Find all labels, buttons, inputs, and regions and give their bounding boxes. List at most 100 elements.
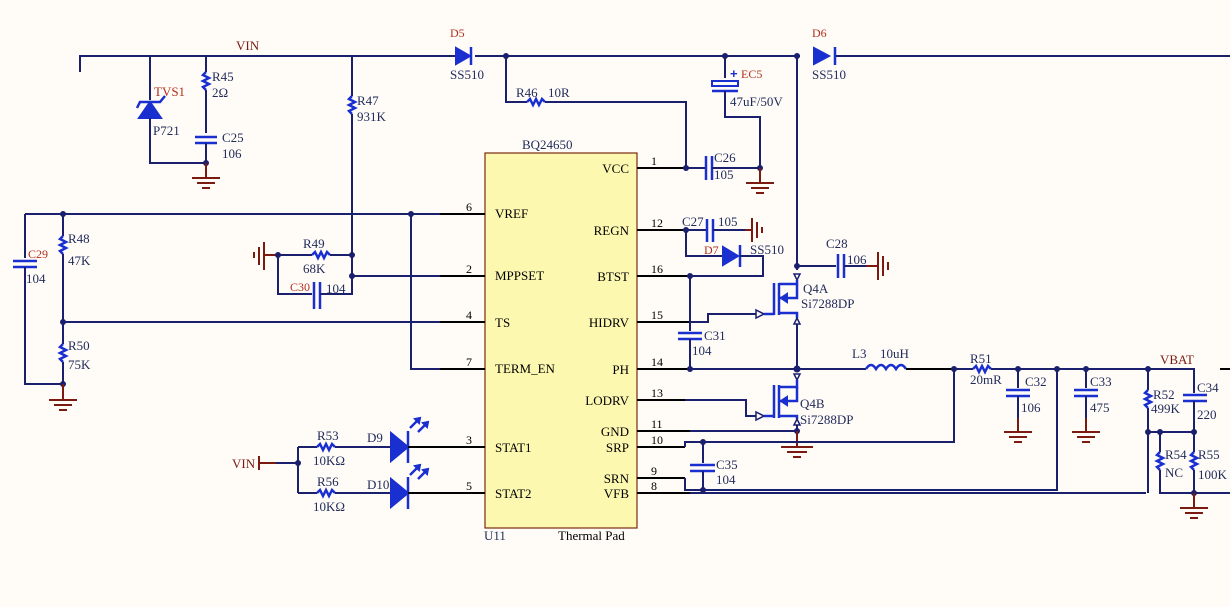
c32-capacitor[interactable]: C32 106: [1004, 366, 1047, 443]
pin-name-btst: BTST: [597, 269, 629, 284]
pin-name-vcc: VCC: [602, 161, 629, 176]
pin-name-srp: SRP: [606, 440, 629, 455]
r50-value: 75K: [68, 357, 91, 372]
r49-resistor[interactable]: R49 68K: [253, 236, 352, 276]
pin-name-vfb: VFB: [604, 486, 630, 501]
r45-ref: R45: [212, 69, 234, 84]
c32-ref: C32: [1025, 374, 1047, 389]
c34-ref: C34: [1197, 380, 1219, 395]
c34-capacitor[interactable]: C34 220: [1183, 380, 1219, 432]
r51-resistor[interactable]: R51 20mR: [954, 351, 1146, 387]
c27-ref: C27: [682, 214, 704, 229]
pin-num-4: 4: [466, 308, 472, 322]
pin-num-13: 13: [651, 386, 663, 400]
d9-led[interactable]: D9: [367, 416, 440, 464]
c30-capacitor[interactable]: C30 104: [277, 255, 353, 309]
c33-value: 475: [1090, 400, 1110, 415]
pin-num-3: 3: [466, 433, 472, 447]
c27-capacitor[interactable]: C27 105: [682, 214, 763, 242]
r54-resistor[interactable]: R54 NC: [1154, 432, 1230, 494]
q4b-value: Si7288DP: [800, 412, 853, 427]
ic-footnote: Thermal Pad: [558, 528, 625, 543]
ground-symbol: [192, 163, 220, 189]
c33-capacitor[interactable]: C33 475: [1072, 366, 1112, 443]
r52-resistor[interactable]: R52 499K: [1142, 369, 1181, 493]
c28-capacitor[interactable]: C28 106: [794, 236, 889, 280]
r55-resistor[interactable]: R55 100K: [1180, 432, 1228, 519]
r51-ref: R51: [970, 351, 992, 366]
net-label-vbat: VBAT: [1160, 352, 1194, 367]
tvs1-value: P721: [153, 123, 180, 138]
r54-ref: R54: [1165, 447, 1187, 462]
net-label-vin: VIN: [236, 38, 260, 53]
pin-num-2: 2: [466, 262, 472, 276]
r48-value: 47K: [68, 253, 91, 268]
pin-num-10: 10: [651, 433, 663, 447]
d5-value: SS510: [450, 67, 484, 82]
r46-resistor[interactable]: R46 10R: [505, 56, 687, 168]
d7-ref: D7: [704, 243, 719, 257]
l3-inductor[interactable]: L3 10uH: [852, 346, 967, 372]
r56-resistor[interactable]: R56 10KΩ: [298, 474, 390, 514]
d7-diode[interactable]: D7 SS510: [685, 230, 784, 277]
c25-value: 106: [222, 146, 242, 161]
c26-capacitor[interactable]: C26 105: [683, 150, 774, 194]
tvs1-diode[interactable]: TVS1 P721: [135, 56, 206, 164]
d6-value: SS510: [812, 67, 846, 82]
vbat-node: VBAT: [1145, 352, 1230, 393]
pin-name-ph: PH: [612, 362, 629, 377]
d10-led[interactable]: D10: [367, 463, 440, 510]
c32-value: 106: [1021, 400, 1041, 415]
ec5-polarity: +: [730, 66, 738, 81]
r47-resistor[interactable]: R47 931K: [346, 56, 440, 279]
ec5-value: 47uF/50V: [730, 94, 783, 109]
c29-capacitor[interactable]: C29 104: [13, 214, 63, 385]
r51-value: 20mR: [970, 372, 1002, 387]
r55-ref: R55: [1198, 447, 1220, 462]
r45-value: 2Ω: [212, 85, 228, 100]
pin-name-srn: SRN: [604, 471, 630, 486]
d5-ref: D5: [450, 26, 465, 40]
pin-name-stat2: STAT2: [495, 486, 532, 501]
r50-resistor[interactable]: R50 75K: [49, 322, 91, 411]
ec5-capacitor[interactable]: + EC5 47uF/50V: [711, 56, 783, 168]
r50-ref: R50: [68, 338, 90, 353]
r53-resistor[interactable]: R53 10KΩ: [298, 428, 390, 468]
pin-name-hidrv: HIDRV: [589, 315, 630, 330]
sense-nets: [684, 366, 1146, 494]
c35-value: 104: [716, 472, 736, 487]
q4b-mosfet[interactable]: Q4B Si7288DP: [685, 373, 853, 431]
pin-num-8: 8: [651, 479, 657, 493]
q4b-ref: Q4B: [800, 396, 825, 411]
pin-name-vref: VREF: [495, 206, 528, 221]
pin-num-14: 14: [651, 355, 663, 369]
pin-num-12: 12: [651, 216, 663, 230]
q4a-mosfet[interactable]: Q4A Si7288DP: [690, 273, 854, 369]
pin-num-1: 1: [651, 154, 657, 168]
r52-ref: R52: [1153, 387, 1175, 402]
l3-value: 10uH: [880, 346, 909, 361]
c25-capacitor[interactable]: C25 106: [195, 130, 244, 166]
c29-ref: C29: [28, 247, 48, 261]
c27-value: 105: [718, 214, 738, 229]
pin-num-7: 7: [466, 355, 472, 369]
r49-value: 68K: [303, 261, 326, 276]
r54-value: NC: [1165, 465, 1183, 480]
r48-resistor[interactable]: R48 47K: [57, 214, 91, 322]
d6-ref: D6: [812, 26, 827, 40]
c35-capacitor[interactable]: C35 104: [690, 442, 738, 490]
r56-value: 10KΩ: [313, 499, 345, 514]
r45-resistor[interactable]: R45 2Ω: [200, 56, 234, 133]
feedback-node: [1145, 429, 1197, 435]
d6-diode[interactable]: D6 SS510: [812, 26, 846, 82]
net-label-vin-led: VIN: [232, 456, 256, 471]
c31-ref: C31: [704, 328, 726, 343]
r49-ref: R49: [303, 236, 325, 251]
ic-bq24650[interactable]: BQ24650 U11 Thermal Pad VREF MPPSET TS T…: [440, 137, 690, 543]
r46-ref: R46: [516, 85, 538, 100]
switch-node: [690, 365, 866, 373]
d5-diode[interactable]: D5 SS510: [430, 26, 484, 82]
c31-capacitor[interactable]: C31 104: [678, 273, 726, 372]
r47-value: 931K: [357, 109, 387, 124]
